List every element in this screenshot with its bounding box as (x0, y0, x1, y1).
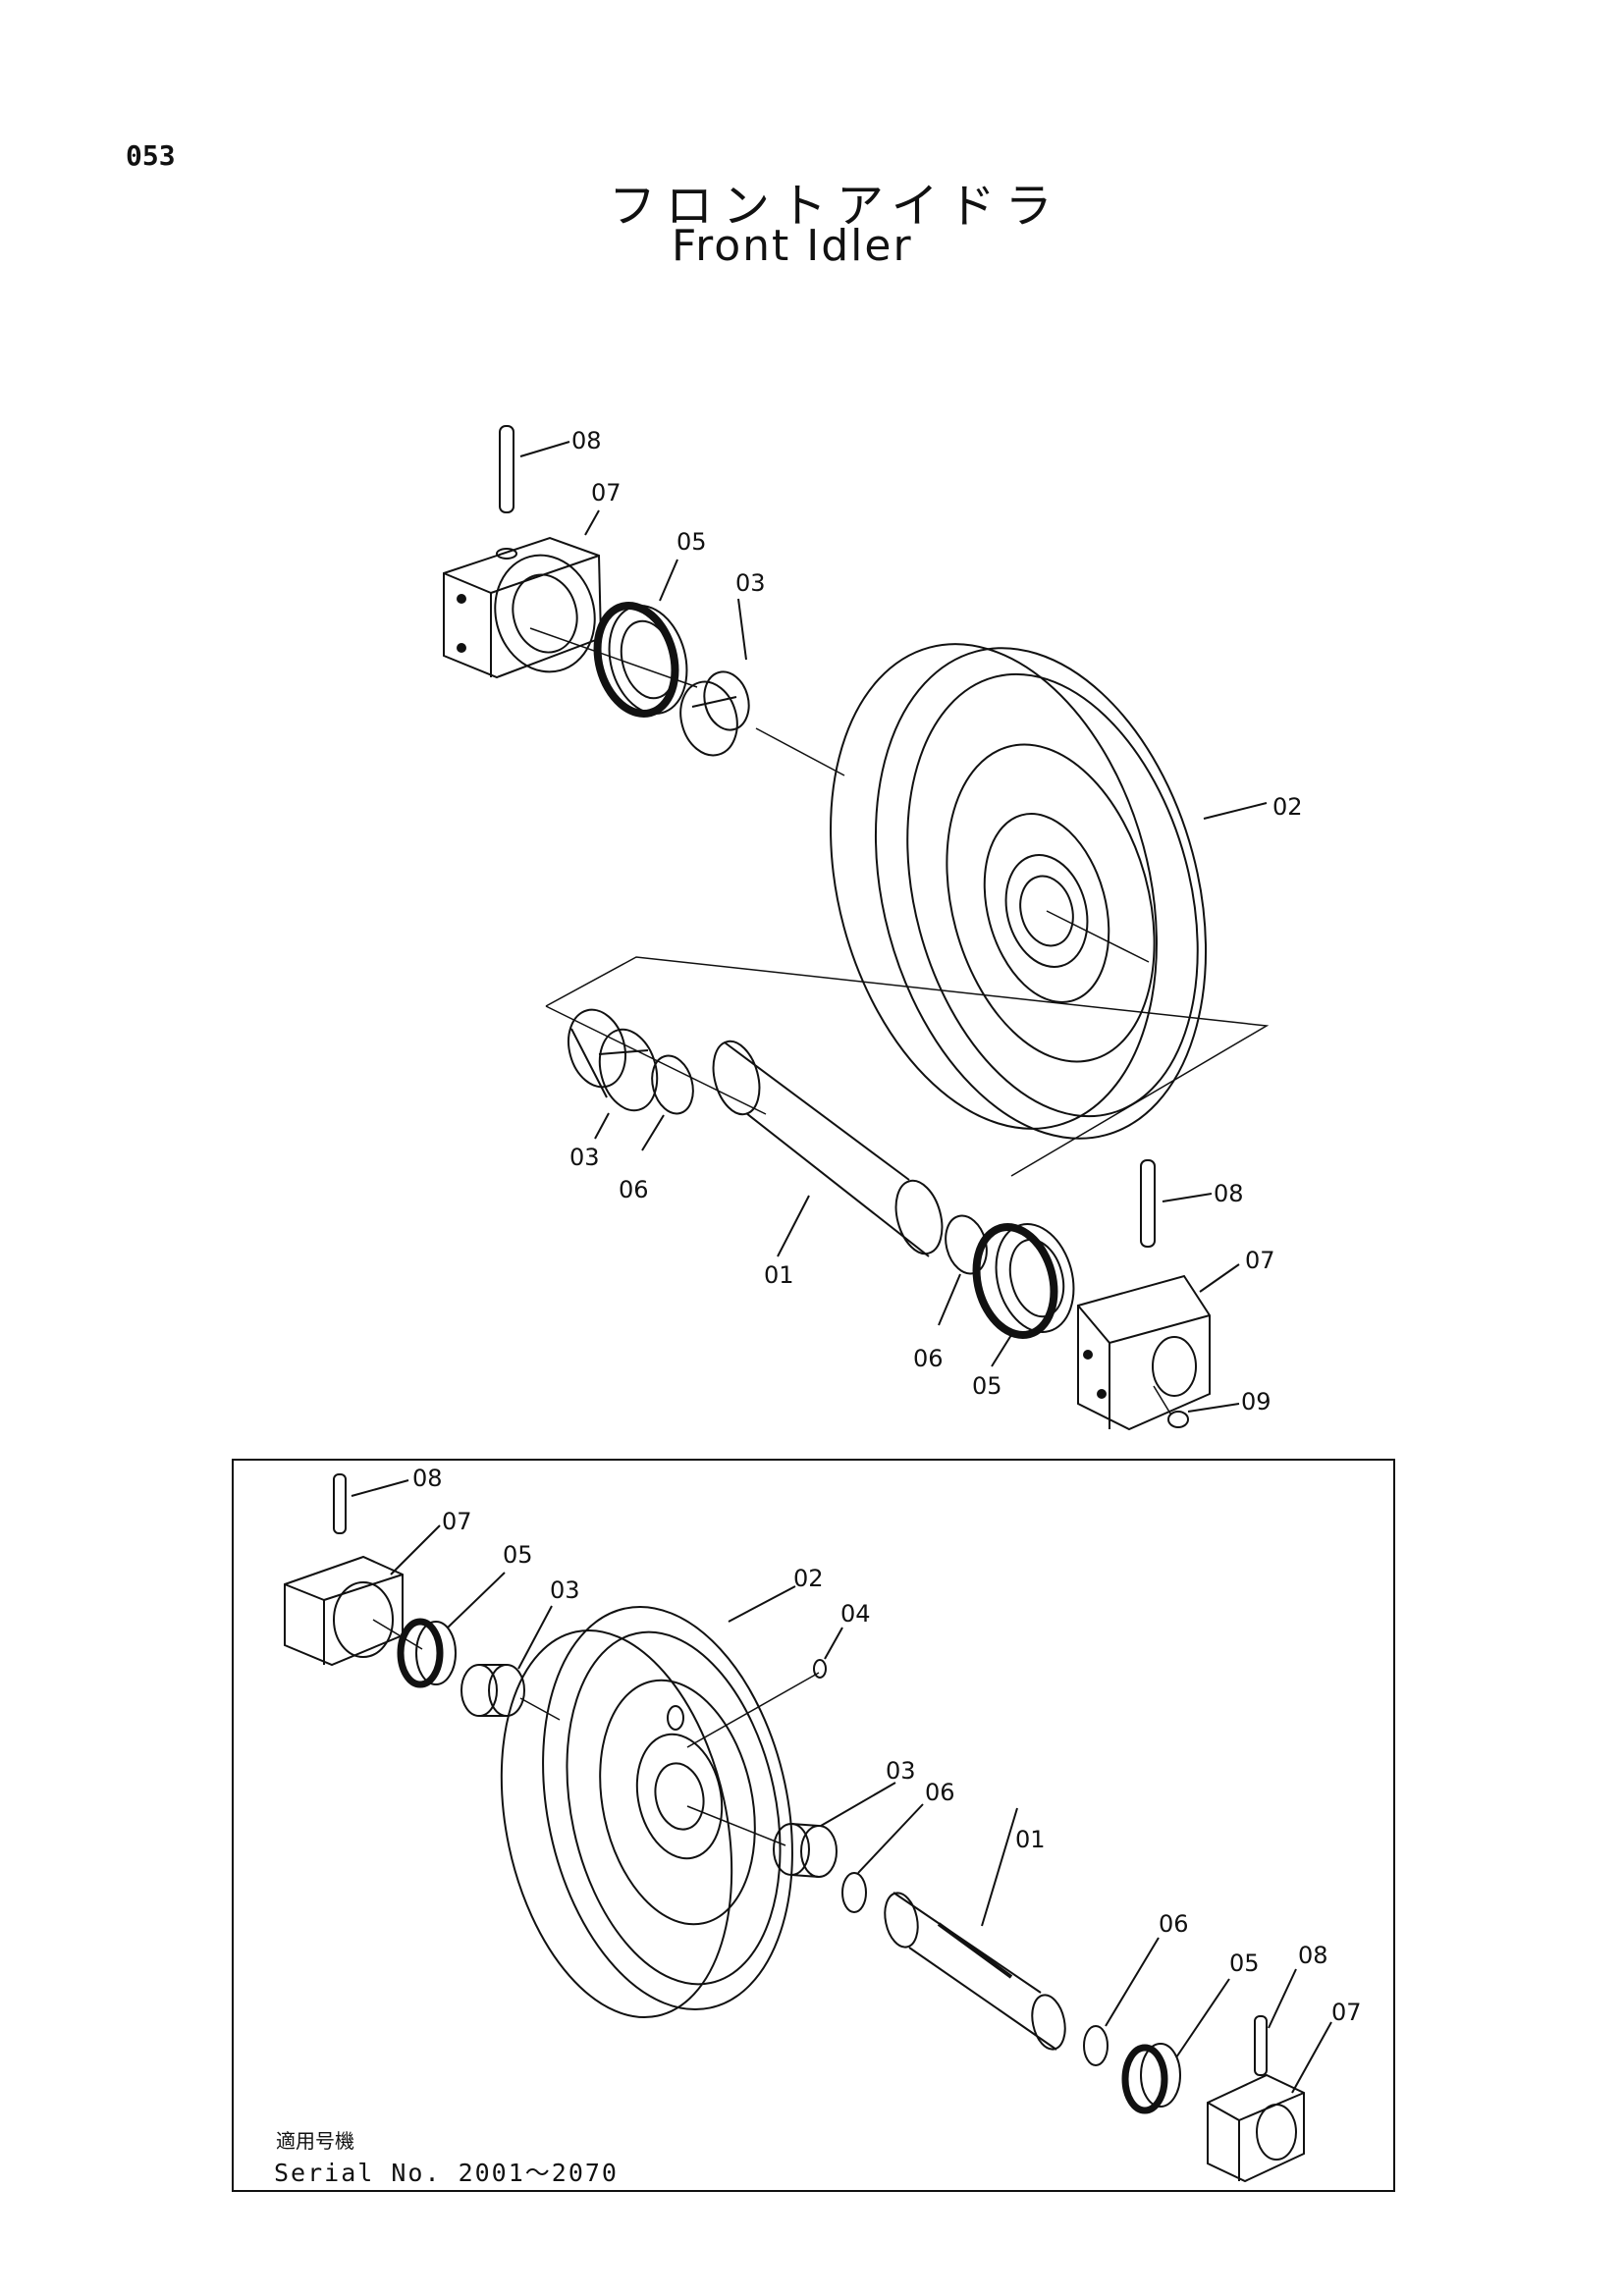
label-main-05-lower: 05 (972, 1372, 1002, 1400)
label-inset-07-lower: 07 (1331, 1999, 1362, 2026)
inset-pin-08-lower (1254, 1968, 1297, 2076)
label-inset-03: 03 (550, 1576, 580, 1604)
label-main-06-lower: 06 (913, 1345, 944, 1372)
inset-bushing-03 (460, 1605, 553, 1717)
page-number: 053 (126, 139, 176, 172)
inset-seal-05-lower (1121, 1978, 1230, 2114)
main-idler-wheel-02 (830, 643, 1268, 1140)
label-inset-04: 04 (840, 1600, 871, 1628)
inset-bushing-03-lower (773, 1782, 896, 1878)
label-inset-06-lower: 06 (1159, 1910, 1189, 1938)
title-japanese: フロントアイドラ (609, 179, 1062, 234)
inset-oring-06-lower (1083, 1937, 1160, 2066)
label-main-07-lower: 07 (1245, 1247, 1275, 1274)
label-main-01: 01 (764, 1261, 794, 1289)
label-main-08: 08 (571, 427, 602, 454)
label-main-03-lower: 03 (569, 1144, 600, 1171)
label-main-06: 06 (619, 1176, 649, 1203)
inset-frame (232, 1459, 1395, 2192)
label-inset-03-lower: 03 (886, 1757, 916, 1785)
label-inset-05: 05 (503, 1541, 533, 1569)
label-main-07: 07 (591, 479, 622, 507)
main-housing-07-lower (1077, 1263, 1240, 1431)
label-inset-08-lower: 08 (1298, 1942, 1328, 1969)
label-main-03: 03 (735, 569, 766, 597)
label-main-08-lower: 08 (1214, 1180, 1244, 1207)
inset-pin-08 (333, 1473, 409, 1534)
label-inset-02: 02 (793, 1565, 824, 1592)
inset-oring-06 (841, 1803, 924, 1913)
main-seal-05 (593, 559, 688, 718)
main-bushing-03 (679, 598, 750, 757)
label-inset-01: 01 (1015, 1826, 1046, 1853)
main-bushing-03-lower (568, 1008, 659, 1140)
inset-housing-07-lower (1207, 2021, 1332, 2183)
main-pin-08 (499, 425, 570, 513)
main-bolt-09 (1153, 1385, 1240, 1428)
label-inset-07: 07 (442, 1508, 472, 1535)
inset-housing-07 (284, 1524, 441, 1667)
label-inset-06: 06 (925, 1779, 955, 1806)
applicability-label: 適用号機 (276, 2129, 354, 2153)
title-english: Front Idler (672, 221, 913, 271)
label-inset-08: 08 (412, 1465, 443, 1492)
main-seal-05-lower (972, 1223, 1075, 1367)
serial-number-range: Serial No. 2001〜2070 (274, 2159, 619, 2187)
label-main-09: 09 (1241, 1388, 1271, 1415)
label-main-02: 02 (1272, 793, 1303, 821)
label-inset-05-lower: 05 (1229, 1949, 1260, 1977)
inset-shaft-01 (884, 1807, 1066, 2051)
main-oring-06 (641, 1054, 694, 1151)
inset-plug-04 (813, 1627, 843, 1679)
label-main-05: 05 (676, 528, 707, 556)
main-pin-08-lower (1140, 1159, 1213, 1248)
main-housing-07 (443, 509, 603, 679)
inset-idler-wheel-02 (500, 1585, 796, 2019)
inset-seal-05 (397, 1572, 506, 1688)
main-shaft-01 (712, 1040, 944, 1257)
